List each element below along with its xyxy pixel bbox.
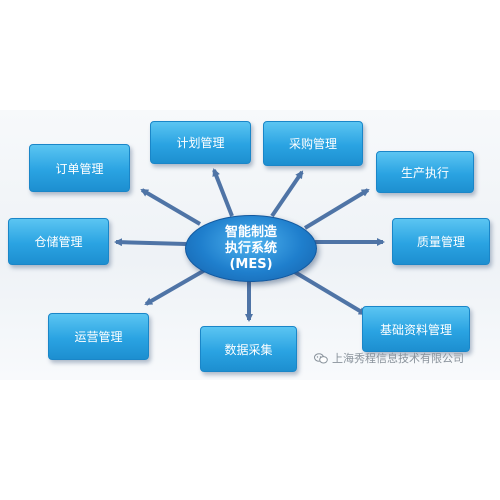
wechat-icon bbox=[314, 352, 328, 364]
arrow-to-order bbox=[140, 188, 202, 226]
center-line-3: (MES) bbox=[229, 256, 273, 272]
node-plan-management: 计划管理 bbox=[150, 121, 251, 164]
node-base-data-management: 基础资料管理 bbox=[362, 306, 470, 352]
center-node-mes: 智能制造 执行系统 (MES) bbox=[185, 215, 317, 282]
watermark-text: 上海秀程信息技术有限公司 bbox=[332, 352, 464, 365]
arrow-to-warehouse bbox=[114, 238, 187, 247]
arrow-to-plan bbox=[212, 168, 234, 217]
node-quality-management: 质量管理 bbox=[392, 218, 490, 265]
watermark: 上海秀程信息技术有限公司 bbox=[314, 350, 464, 366]
center-line-2: 执行系统 bbox=[224, 240, 277, 256]
node-warehouse-management: 仓储管理 bbox=[8, 218, 109, 265]
node-order-management: 订单管理 bbox=[29, 144, 130, 192]
node-operations-management: 运营管理 bbox=[48, 313, 149, 360]
node-purchase-management: 采购管理 bbox=[263, 121, 363, 166]
node-production-execution: 生产执行 bbox=[376, 151, 474, 193]
center-line-1: 智能制造 bbox=[224, 224, 277, 240]
arrow-to-purchase bbox=[270, 170, 304, 218]
arrow-to-operations bbox=[144, 268, 206, 306]
arrow-to-production bbox=[303, 188, 370, 230]
node-data-collection: 数据采集 bbox=[200, 326, 297, 372]
arrow-to-basedata bbox=[291, 269, 367, 316]
